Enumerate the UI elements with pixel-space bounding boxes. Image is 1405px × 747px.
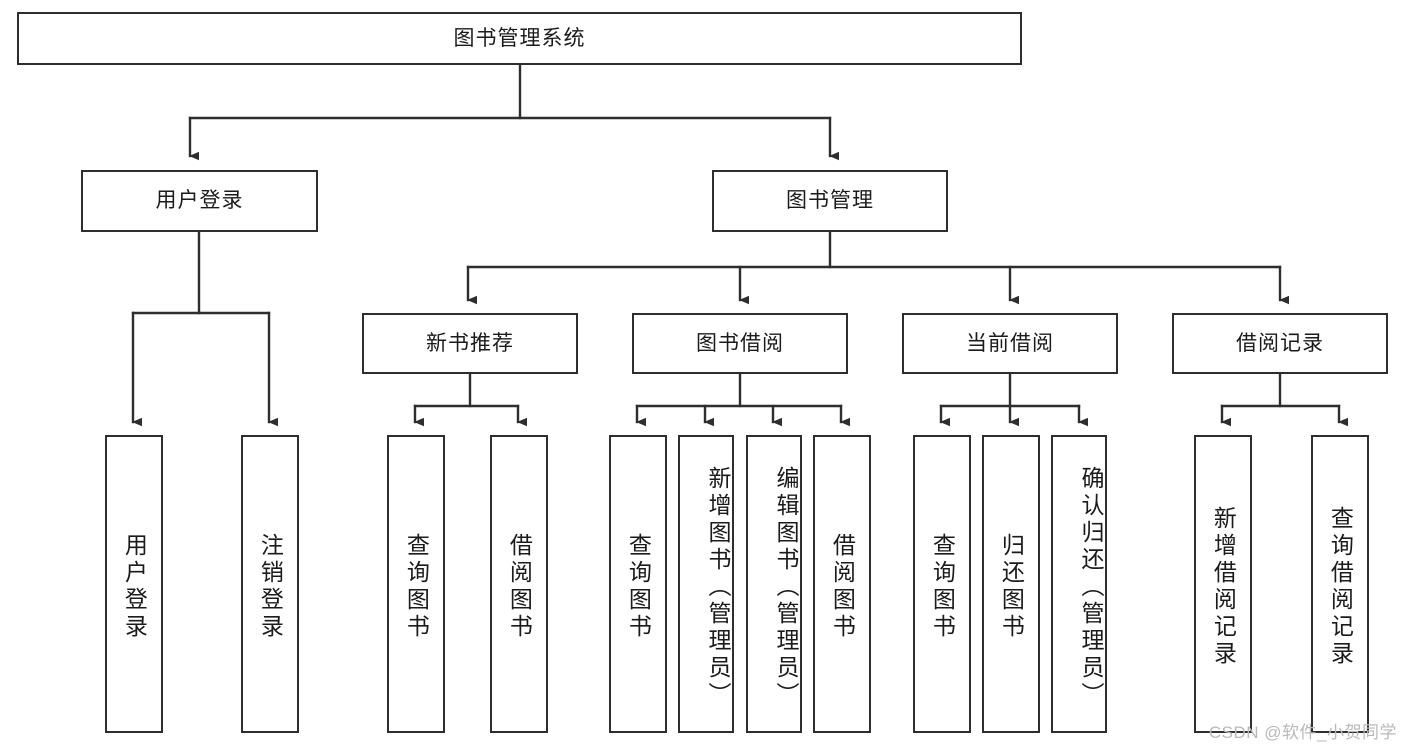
leaf-query-record[interactable]: 查询借阅记录 <box>1311 435 1369 733</box>
node-borrow-record-label: 借阅记录 <box>1236 331 1324 355</box>
node-book-manage[interactable]: 图书管理 <box>712 170 948 232</box>
node-current-borrow[interactable]: 当前借阅 <box>902 313 1118 374</box>
node-new-book-recommend[interactable]: 新书推荐 <box>362 313 578 374</box>
leaf-query-book-2[interactable]: 查询图书 <box>609 435 667 733</box>
leaf-confirm-return[interactable]: 确认归还（管理员） <box>1051 435 1107 733</box>
node-new-book-recommend-label: 新书推荐 <box>426 331 514 355</box>
leaf-add-book-label: 新增图书（管理员） <box>705 465 731 709</box>
leaf-query-book-2-label: 查询图书 <box>625 533 652 641</box>
leaf-query-book-1-label: 查询图书 <box>403 533 430 641</box>
leaf-borrow-book-1[interactable]: 借阅图书 <box>490 435 548 733</box>
node-user-login[interactable]: 用户登录 <box>81 170 318 232</box>
leaf-borrow-book-2[interactable]: 借阅图书 <box>813 435 871 733</box>
node-book-borrow-label: 图书借阅 <box>696 331 784 355</box>
leaf-add-record-label: 新增借阅记录 <box>1210 506 1237 668</box>
leaf-query-book-1[interactable]: 查询图书 <box>387 435 445 733</box>
leaf-user-login-label: 用户登录 <box>121 533 148 641</box>
leaf-edit-book[interactable]: 编辑图书（管理员） <box>746 435 802 733</box>
leaf-edit-book-label: 编辑图书（管理员） <box>773 465 799 709</box>
leaf-user-login[interactable]: 用户登录 <box>105 435 163 733</box>
leaf-add-record[interactable]: 新增借阅记录 <box>1194 435 1252 733</box>
leaf-query-book-3-label: 查询图书 <box>929 533 956 641</box>
leaf-borrow-book-2-label: 借阅图书 <box>829 533 856 641</box>
node-user-login-label: 用户登录 <box>155 189 244 213</box>
node-root-label: 图书管理系统 <box>453 26 586 50</box>
leaf-user-logout-label: 注销登录 <box>257 533 284 641</box>
leaf-borrow-book-1-label: 借阅图书 <box>506 533 533 641</box>
leaf-return-book-label: 归还图书 <box>998 533 1025 641</box>
leaf-query-book-3[interactable]: 查询图书 <box>913 435 971 733</box>
node-book-borrow[interactable]: 图书借阅 <box>632 313 848 374</box>
leaf-add-book[interactable]: 新增图书（管理员） <box>678 435 734 733</box>
node-book-manage-label: 图书管理 <box>786 189 874 213</box>
leaf-return-book[interactable]: 归还图书 <box>982 435 1040 733</box>
node-root[interactable]: 图书管理系统 <box>17 12 1022 65</box>
node-current-borrow-label: 当前借阅 <box>966 331 1054 355</box>
leaf-user-logout[interactable]: 注销登录 <box>241 435 299 733</box>
leaf-confirm-return-label: 确认归还（管理员） <box>1078 465 1104 709</box>
leaf-query-record-label: 查询借阅记录 <box>1327 506 1354 668</box>
node-borrow-record[interactable]: 借阅记录 <box>1172 313 1388 374</box>
